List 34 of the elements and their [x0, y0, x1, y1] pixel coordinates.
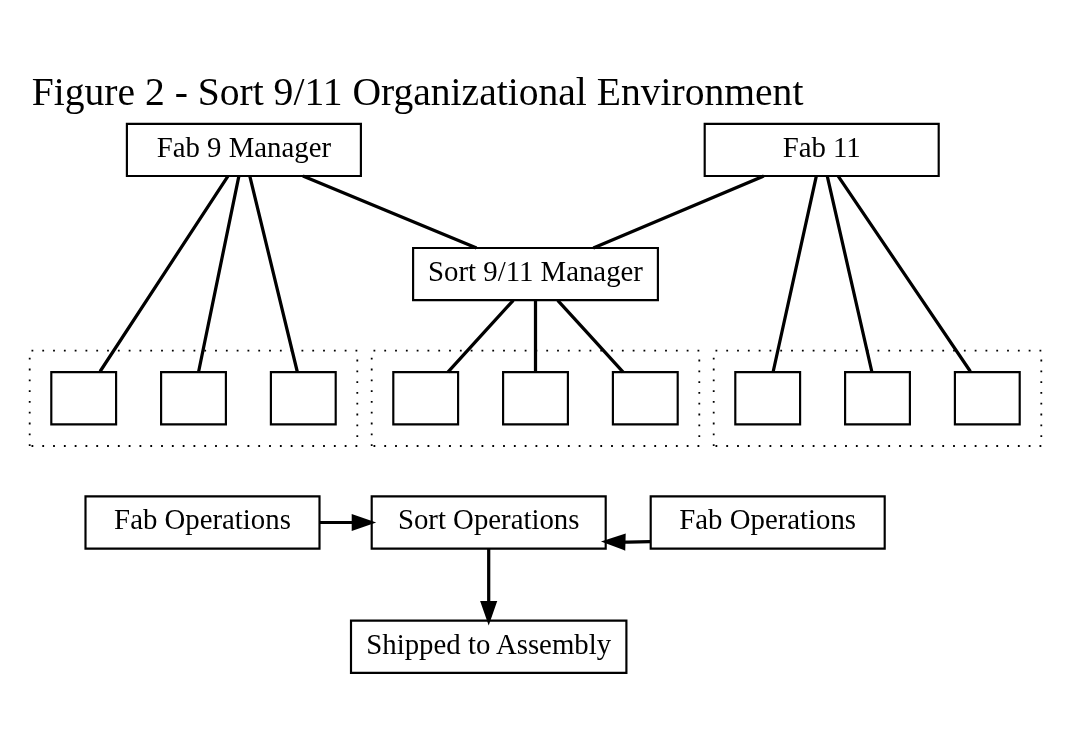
connector	[302, 174, 478, 249]
node-box	[502, 370, 569, 425]
node-box: Fab Operations	[649, 494, 886, 550]
cluster	[712, 349, 1043, 447]
node-box	[844, 370, 911, 425]
connector	[592, 174, 765, 249]
node-box: Fab 9 Manager	[125, 122, 362, 177]
node-box: Sort Operations	[370, 494, 607, 550]
connector	[98, 174, 230, 372]
connector	[533, 299, 538, 372]
arrow	[319, 513, 377, 531]
cluster	[28, 349, 359, 447]
node-box	[50, 370, 118, 425]
cluster	[370, 349, 701, 447]
node-box	[269, 370, 337, 425]
node-box: Sort 9/11 Manager	[412, 246, 659, 301]
node-box: Fab 11	[703, 122, 940, 177]
connector	[771, 175, 818, 372]
connector	[836, 174, 972, 372]
connector	[248, 175, 299, 372]
connector	[825, 175, 874, 372]
arrow	[600, 533, 651, 551]
connector	[556, 298, 625, 373]
node-box: Shipped to Assembly	[349, 619, 628, 674]
arrow	[480, 548, 498, 625]
diagram-title: Figure 2 - Sort 9/11 Organizational Environment	[31, 69, 804, 114]
connector	[197, 175, 241, 372]
node-box	[953, 370, 1021, 425]
node-box	[392, 370, 460, 425]
node-box	[611, 370, 679, 425]
node-box	[160, 370, 227, 425]
connector	[446, 298, 515, 373]
node-box: Fab Operations	[84, 494, 321, 550]
node-box	[734, 370, 802, 425]
